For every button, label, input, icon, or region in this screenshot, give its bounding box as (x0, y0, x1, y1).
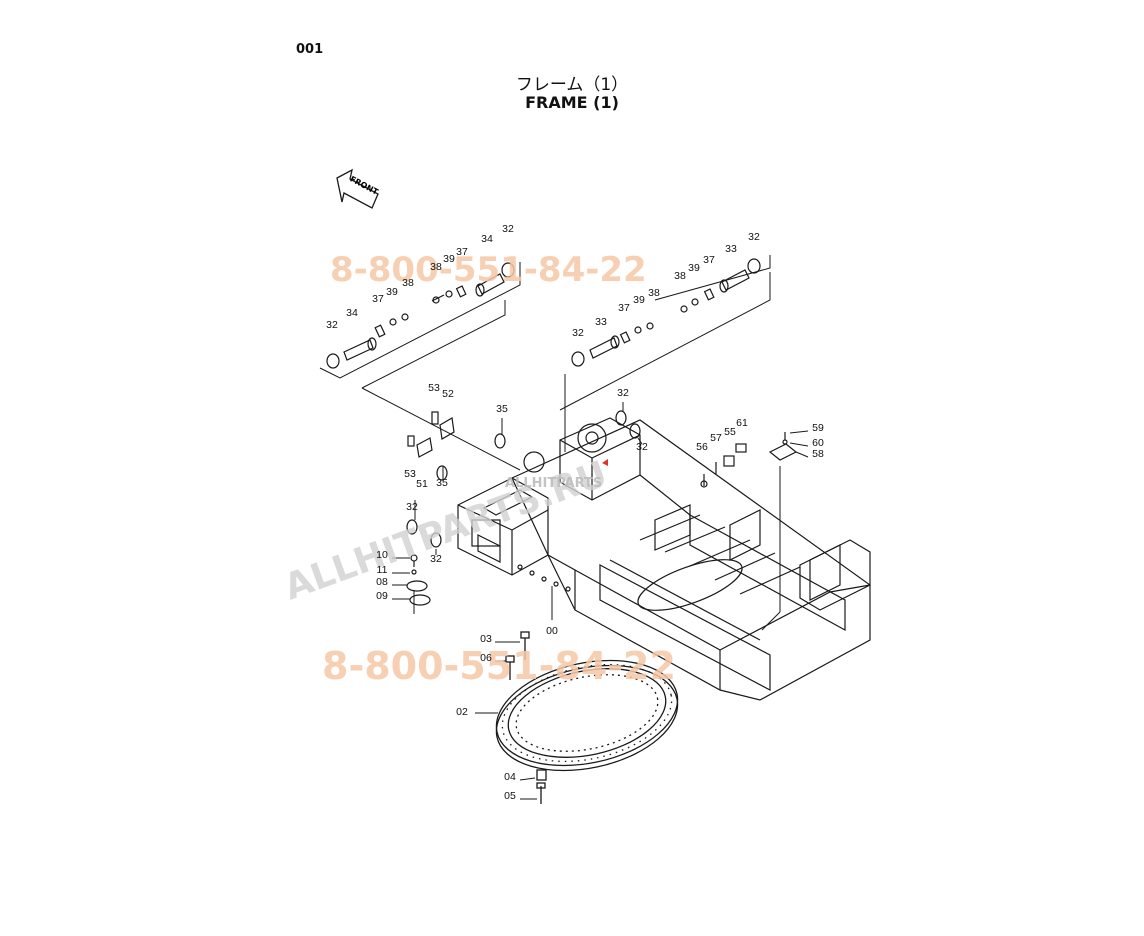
part-number-label: 39 (688, 262, 700, 274)
pin-assembly-left (326, 313, 409, 369)
leader-lines (319, 255, 809, 800)
page-title-english: FRAME (1) (525, 93, 619, 112)
part-number-label: 39 (443, 253, 455, 265)
swing-bearing-ring (495, 631, 679, 804)
part-number-label: 38 (430, 261, 442, 273)
part-number-label: 10 (376, 549, 388, 561)
part-number-label: 57 (710, 432, 722, 444)
part-number-label: 34 (481, 233, 493, 245)
part-number-label: 34 (346, 307, 358, 319)
watermark-phone-bottom: 8-800-551-84-22 (322, 644, 676, 688)
part-number-label: 53 (428, 382, 440, 394)
front-arrow-icon: FRONT (336, 168, 380, 209)
pin-assembly-top-left (431, 262, 515, 304)
part-number-label: 60 (812, 437, 824, 449)
page-title-japanese: フレーム（1） (515, 75, 629, 95)
part-number-label: 00 (546, 625, 558, 637)
part-number-label: 37 (372, 293, 384, 305)
part-number-label: 55 (724, 426, 736, 438)
part-number-label: 39 (633, 294, 645, 306)
part-number-label: 02 (456, 706, 468, 718)
part-number-label: 06 (480, 652, 492, 664)
watermark-phone-top: 8-800-551-84-22 (330, 250, 647, 290)
pin-assembly-top-right (680, 258, 761, 313)
part-number-label: 11 (377, 564, 388, 576)
part-number-label: 04 (504, 771, 516, 783)
part-number-label: 32 (748, 231, 760, 243)
watermark-red-mark (602, 459, 608, 466)
part-number-label: 37 (456, 246, 468, 258)
part-number-label: 32 (326, 319, 338, 331)
part-number-label: 35 (496, 403, 508, 415)
part-number-label: 08 (376, 576, 388, 588)
part-number-label: 33 (595, 316, 607, 328)
pin-assembly-middle (571, 322, 654, 367)
part-number-label: 38 (648, 287, 660, 299)
part-number-label: 09 (376, 590, 388, 602)
part-number-label: 59 (812, 422, 824, 434)
bracket-assembly-right (700, 432, 798, 488)
part-number-label: 32 (636, 441, 648, 453)
part-number-label: 53 (404, 468, 416, 480)
cover-hardware (406, 554, 431, 606)
part-number-label: 32 (430, 553, 442, 565)
part-number-label: 38 (402, 277, 414, 289)
part-number-label: 32 (572, 327, 584, 339)
boom-foot-parts (406, 410, 641, 548)
part-number-label: 38 (674, 270, 686, 282)
part-number-label: 37 (618, 302, 630, 314)
part-number-label: 32 (406, 501, 418, 513)
part-number-labels: 3234373938333237393832343739383233373938… (326, 223, 824, 802)
part-number-label: 37 (703, 254, 715, 266)
part-number-label: 51 (416, 478, 428, 490)
part-number-label: 03 (480, 633, 492, 645)
part-number-label: 33 (725, 243, 737, 255)
part-number-label: 52 (442, 388, 454, 400)
part-number-label: 32 (502, 223, 514, 235)
upper-frame-body (457, 417, 871, 701)
part-number-label: 61 (736, 417, 748, 429)
part-number-label: 35 (436, 477, 448, 489)
part-number-label: 39 (386, 286, 398, 298)
page-number: 001 (296, 42, 324, 57)
part-number-label: 32 (617, 387, 629, 399)
watermark-site-center: ALLHITPARTS (505, 476, 602, 491)
part-number-label: 56 (696, 441, 708, 453)
part-number-label: 05 (504, 790, 516, 802)
part-number-label: 58 (812, 448, 824, 460)
